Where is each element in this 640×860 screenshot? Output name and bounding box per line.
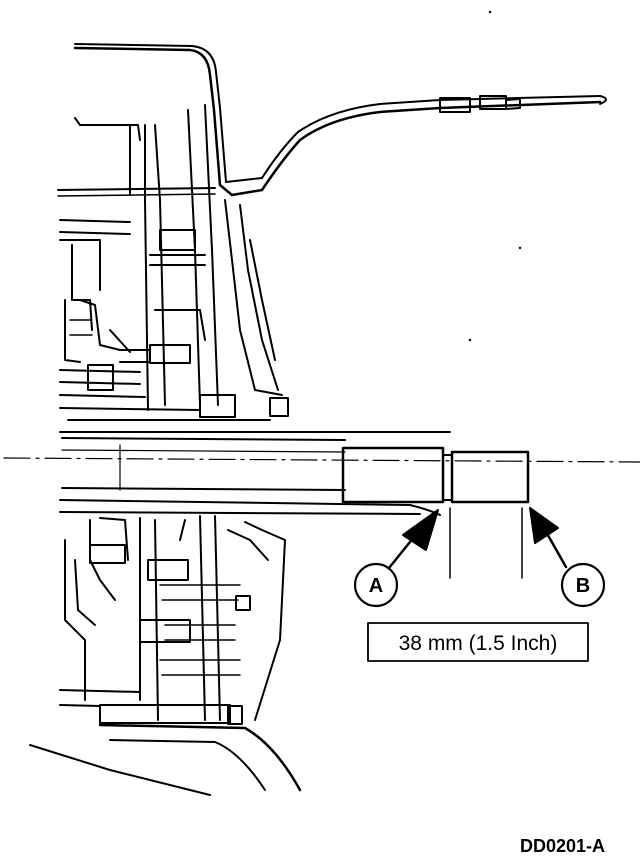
callout-arrow-b: [529, 507, 568, 569]
shaft-collar-a: [341, 446, 445, 504]
shaft-end-b: [450, 450, 530, 504]
callout-circle-b: [560, 562, 606, 608]
callout-label-b: B: [576, 575, 590, 597]
dimension-lines: [449, 507, 523, 579]
wire-harness: [225, 95, 607, 197]
lower-housing-assembly: [29, 499, 441, 796]
callout-arrow-a: [387, 509, 439, 570]
dimension-label: 38 mm (1.5 Inch): [399, 632, 558, 655]
callout-circle-a: [353, 562, 399, 608]
figure-id: DD0201-A: [520, 836, 605, 856]
upper-housing-assembly: [57, 43, 451, 433]
speckles: [468, 10, 522, 342]
dimension-label-box: [367, 622, 589, 662]
centerline: [3, 457, 640, 463]
callout-label-a: A: [369, 575, 383, 597]
output-shaft: [61, 437, 530, 504]
